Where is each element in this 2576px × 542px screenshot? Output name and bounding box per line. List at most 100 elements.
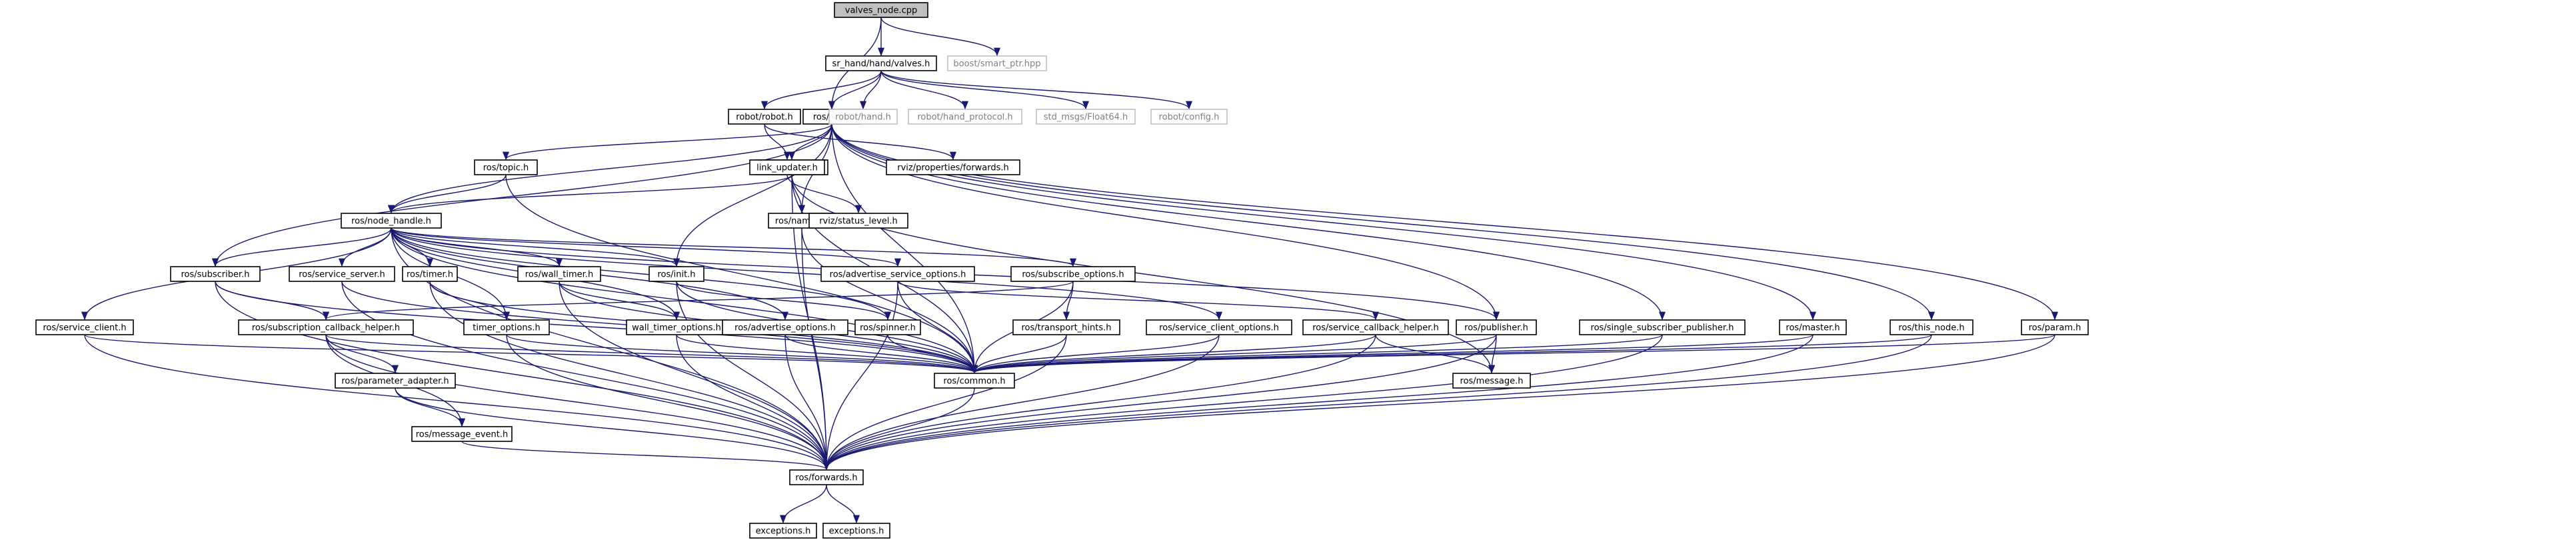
node-hand_protocol: robot/hand_protocol.h xyxy=(908,109,1022,125)
edge-adv_opts-to-forwards xyxy=(784,334,830,471)
node-ros_topic[interactable]: ros/topic.h xyxy=(474,159,538,175)
edge-wall_timer_options-to-common xyxy=(676,334,978,374)
edge-ros_h-to-master xyxy=(831,123,1816,321)
edge-svc_cb_helper-to-common xyxy=(971,334,1376,374)
node-box-timer xyxy=(402,266,458,282)
node-message[interactable]: ros/message.h xyxy=(1452,373,1531,389)
edge-ros_h-to-ros_topic xyxy=(503,123,832,161)
node-label-publisher: ros/publisher.h xyxy=(1464,323,1528,333)
node-label-master: ros/master.h xyxy=(1786,323,1840,333)
node-wall_timer[interactable]: ros/wall_timer.h xyxy=(517,266,601,282)
node-box-rviz_forwards xyxy=(886,159,1020,175)
edge-svc_cb_helper-to-forwards xyxy=(823,334,1376,471)
node-service_client[interactable]: ros/service_client.h xyxy=(35,319,134,335)
node-box-status_level xyxy=(808,213,908,229)
node-label-adv_opts: ros/advertise_options.h xyxy=(734,323,836,333)
node-label-init: ros/init.h xyxy=(657,270,695,280)
edge-subscriber-to-common xyxy=(215,281,978,374)
node-rviz_forwards[interactable]: rviz/properties/forwards.h xyxy=(886,159,1020,175)
edge-param-to-common xyxy=(971,334,2055,374)
node-adv_srv_opts[interactable]: ros/advertise_service_options.h xyxy=(820,266,975,282)
edge-service_server-to-forwards xyxy=(341,281,830,471)
node-box-robot_config xyxy=(1150,109,1228,125)
edge-master-to-common xyxy=(971,334,1814,374)
node-exceptions2[interactable]: exceptions.h xyxy=(822,523,890,539)
node-common[interactable]: ros/common.h xyxy=(934,373,1015,389)
node-box-adv_opts xyxy=(722,319,848,335)
node-box-message_event xyxy=(411,426,513,442)
node-box-init xyxy=(648,266,704,282)
edge-ros_topic-to-node_handle xyxy=(388,174,507,214)
node-label-transport_hints: ros/transport_hints.h xyxy=(1021,323,1111,333)
node-robot_robot[interactable]: robot/robot.h xyxy=(728,109,801,125)
node-svc_cb_helper[interactable]: ros/service_callback_helper.h xyxy=(1302,319,1449,335)
node-exceptions1[interactable]: exceptions.h xyxy=(749,523,817,539)
node-service_server[interactable]: ros/service_server.h xyxy=(289,266,395,282)
node-valves_node[interactable]: valves_node.cpp xyxy=(834,2,928,18)
node-status_level[interactable]: rviz/status_level.h xyxy=(808,213,908,229)
node-box-valves_h xyxy=(825,55,937,71)
node-master[interactable]: ros/master.h xyxy=(1779,319,1847,335)
node-box-robot_hand xyxy=(828,109,898,125)
node-wall_timer_options[interactable]: wall_timer_options.h xyxy=(626,319,727,335)
edge-robot_robot-to-link_updater xyxy=(764,123,791,161)
node-forwards[interactable]: ros/forwards.h xyxy=(789,469,864,485)
node-svc_client_opts[interactable]: ros/service_client_options.h xyxy=(1146,319,1292,335)
node-this_node[interactable]: ros/this_node.h xyxy=(1890,319,1973,335)
node-param_adapter[interactable]: ros/parameter_adapter.h xyxy=(335,373,456,389)
node-label-ros_topic: ros/topic.h xyxy=(483,163,529,173)
edge-node_handle-to-subscriber xyxy=(212,227,392,267)
node-spinner[interactable]: ros/spinner.h xyxy=(854,319,921,335)
node-param[interactable]: ros/param.h xyxy=(2021,319,2089,335)
node-label-node_handle: ros/node_handle.h xyxy=(351,217,431,227)
edge-wall_timer-to-forwards xyxy=(559,281,830,471)
edge-adv_opts-to-common xyxy=(784,334,978,374)
node-transport_hints[interactable]: ros/transport_hints.h xyxy=(1012,319,1120,335)
node-robot_config: robot/config.h xyxy=(1150,109,1228,125)
node-subscriber[interactable]: ros/subscriber.h xyxy=(170,266,261,282)
node-label-float64: std_msgs/Float64.h xyxy=(1044,113,1128,123)
edge-node_handle-to-spinner xyxy=(391,227,891,321)
node-box-float64 xyxy=(1036,109,1136,125)
node-timer_options[interactable]: timer_options.h xyxy=(463,319,550,335)
node-box-spinner xyxy=(854,319,921,335)
edge-adv_srv_opts-to-svc_cb_helper xyxy=(897,281,1379,321)
node-publisher[interactable]: ros/publisher.h xyxy=(1456,319,1537,335)
node-valves_h[interactable]: sr_hand/hand/valves.h xyxy=(825,55,937,71)
node-box-master xyxy=(1779,319,1847,335)
node-label-smart_ptr: boost/smart_ptr.hpp xyxy=(953,59,1040,69)
node-init[interactable]: ros/init.h xyxy=(648,266,704,282)
edge-spinner-to-common xyxy=(887,334,978,374)
node-box-robot_robot xyxy=(728,109,801,125)
node-timer[interactable]: ros/timer.h xyxy=(402,266,458,282)
node-link_updater[interactable]: link_updater.h xyxy=(749,159,825,175)
edge-node_handle-to-init xyxy=(391,227,680,267)
node-sub_opts[interactable]: ros/subscribe_options.h xyxy=(1010,266,1136,282)
edge-adv_srv_opts-to-forwards xyxy=(822,281,898,471)
node-label-param_adapter: ros/parameter_adapter.h xyxy=(341,377,449,387)
node-label-common: ros/common.h xyxy=(943,377,1005,387)
edge-valves_h-to-hand_protocol xyxy=(880,70,968,110)
node-box-svc_client_opts xyxy=(1146,319,1292,335)
node-box-param xyxy=(2021,319,2089,335)
edge-service_client-to-forwards xyxy=(84,334,830,471)
edge-service_client-to-common xyxy=(84,334,978,374)
node-sub_cb_helper[interactable]: ros/subscription_callback_helper.h xyxy=(238,319,414,335)
node-node_handle[interactable]: ros/node_handle.h xyxy=(341,213,442,229)
node-label-sub_cb_helper: ros/subscription_callback_helper.h xyxy=(252,323,400,333)
node-message_event[interactable]: ros/message_event.h xyxy=(411,426,513,442)
node-single_sub_pub[interactable]: ros/single_subscriber_publisher.h xyxy=(1579,319,1746,335)
node-label-service_server: ros/service_server.h xyxy=(299,270,385,280)
node-adv_opts[interactable]: ros/advertise_options.h xyxy=(722,319,848,335)
node-label-wall_timer_options: wall_timer_options.h xyxy=(632,323,721,333)
edge-ros_h-to-node_handle xyxy=(388,123,832,214)
node-label-status_level: rviz/status_level.h xyxy=(819,217,898,227)
edge-valves_h-to-float64 xyxy=(880,70,1089,110)
edge-valves_h-to-robot_config xyxy=(880,70,1192,110)
edge-master-to-forwards xyxy=(823,334,1814,471)
edge-sub_cb_helper-to-common xyxy=(325,334,978,374)
edge-ros_h-to-init xyxy=(672,123,832,267)
node-label-subscriber: ros/subscriber.h xyxy=(181,270,249,280)
node-label-exceptions1: exceptions.h xyxy=(756,527,811,537)
